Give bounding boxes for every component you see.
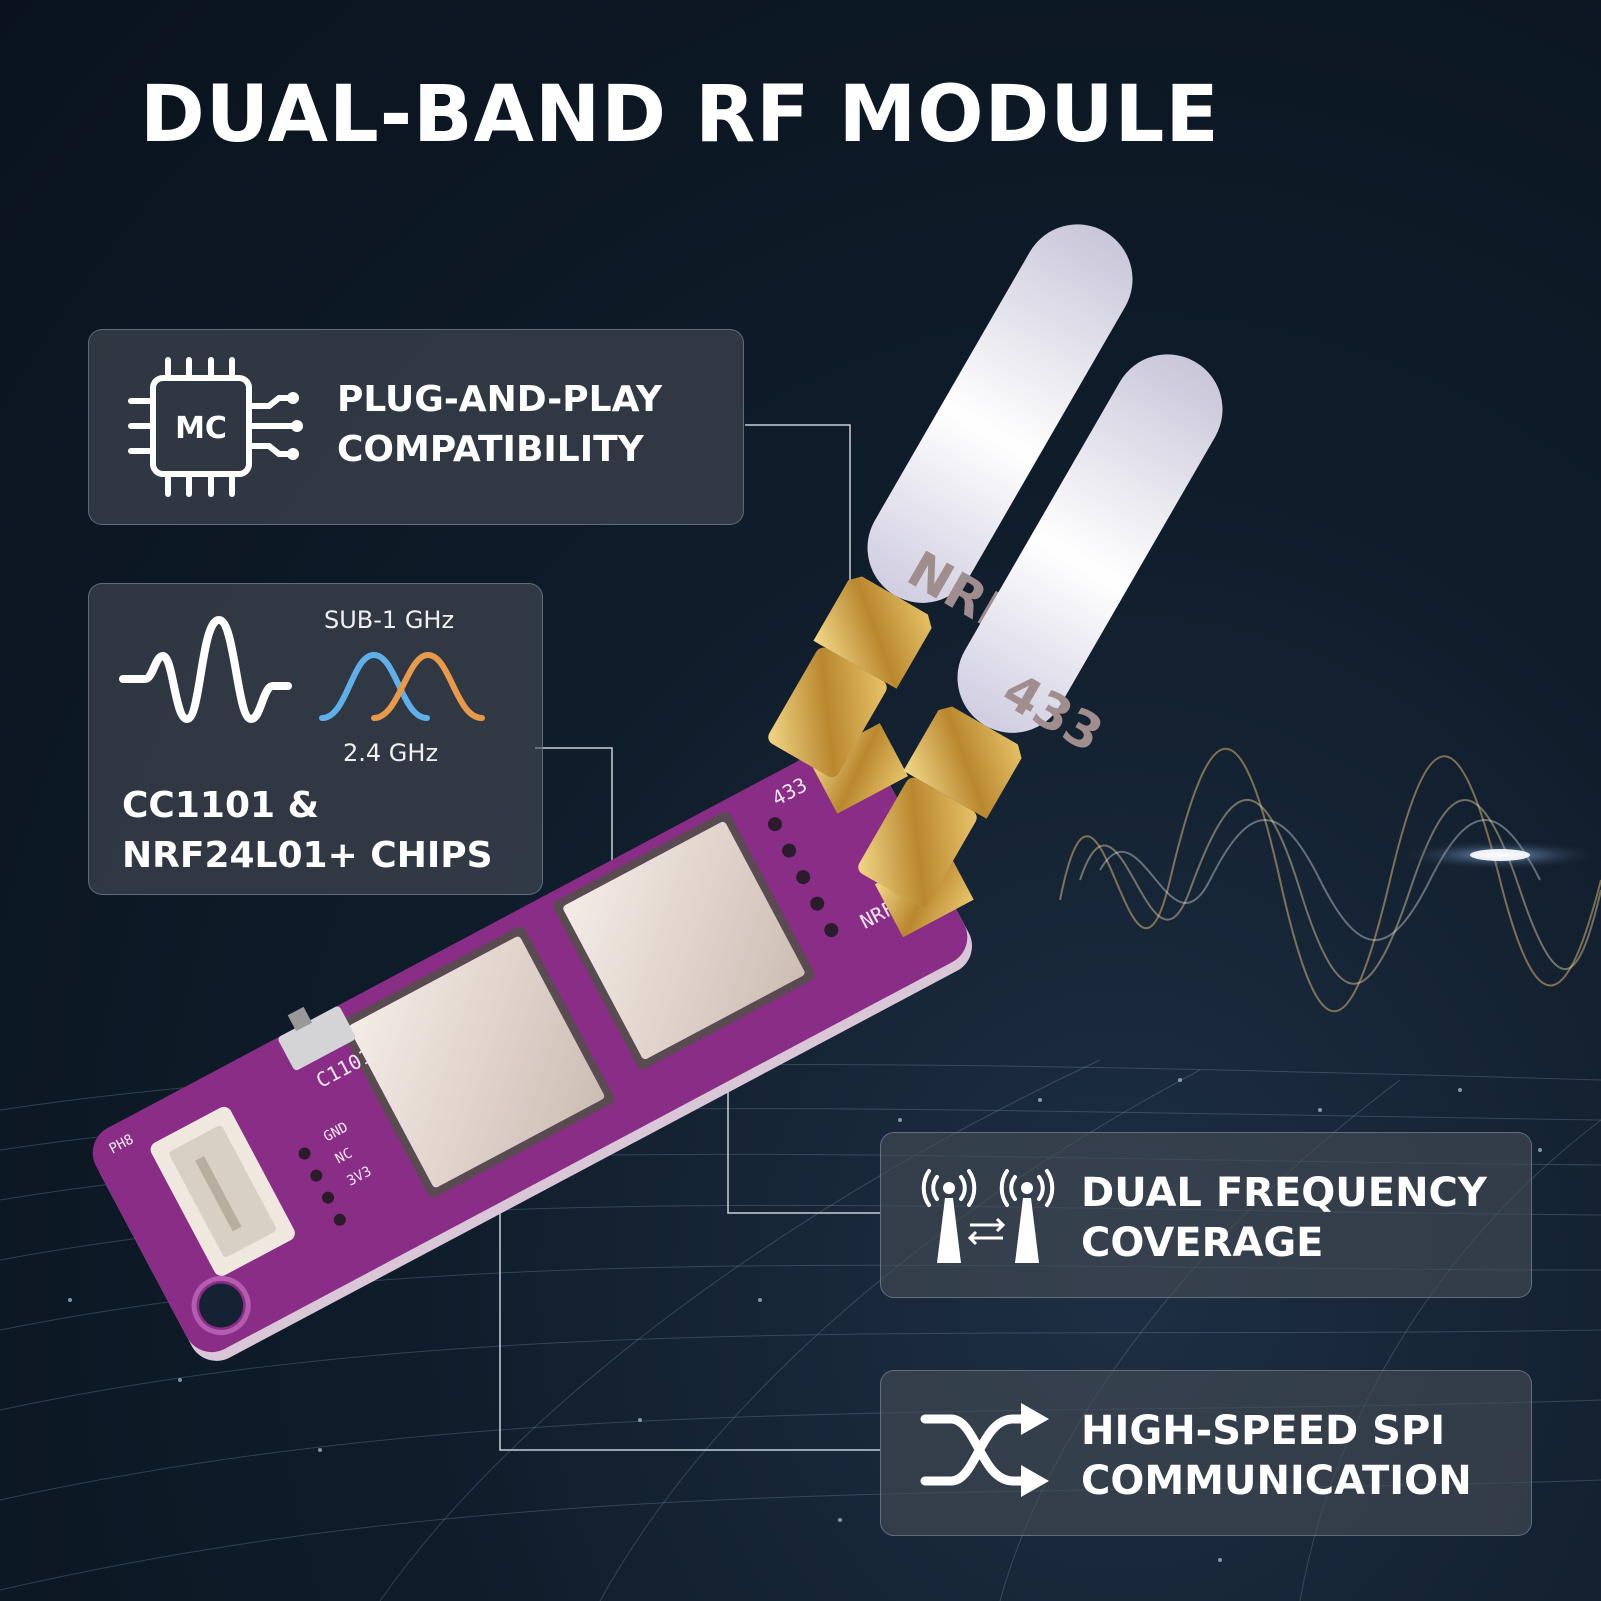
feature-card-spi: HIGH-SPEED SPI COMMUNICATION (880, 1370, 1532, 1536)
dual-antenna-tower-icon (921, 1169, 1055, 1263)
chips-line1: CC1101 & (122, 785, 319, 826)
spi-line1: HIGH-SPEED SPI (1081, 1408, 1446, 1454)
microcontroller-icon: MC (128, 357, 303, 497)
frequency-curves-icon (319, 651, 485, 721)
signal-waves (1059, 747, 1601, 1013)
spi-line2: COMMUNICATION (1081, 1458, 1472, 1504)
band-sub1ghz: SUB-1 GHz (324, 606, 455, 634)
compatibility-line1: PLUG-AND-PLAY (337, 379, 663, 420)
silk-nc: NC (333, 1145, 355, 1167)
feature-card-compatibility: MC PLUG-AND-PLAY COMPATIBILITY (88, 329, 744, 525)
chip-label: MC (175, 411, 227, 446)
frequency-line1: DUAL FREQUENCY (1081, 1170, 1487, 1216)
frequency-line2: COVERAGE (1081, 1220, 1324, 1266)
pcb-board: 433 NRF C1101 GND NC 3V3 PH8 (92, 723, 974, 1361)
shuffle-arrows-icon (920, 1403, 1049, 1497)
band-2-4ghz: 2.4 GHz (343, 739, 439, 767)
page-title: DUAL-BAND RF MODULE (140, 70, 1220, 160)
feature-card-frequency: DUAL FREQUENCY COVERAGE (880, 1132, 1532, 1298)
compatibility-line2: COMPATIBILITY (337, 429, 644, 470)
waveform-icon (119, 616, 292, 723)
feature-card-chips: SUB-1 GHz 2.4 GHz CC1101 & NRF24L01+ CHI… (88, 583, 543, 895)
chips-line2: NRF24L01+ CHIPS (122, 835, 493, 876)
